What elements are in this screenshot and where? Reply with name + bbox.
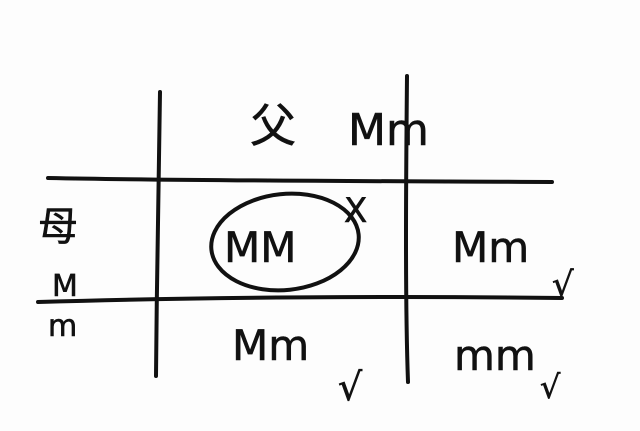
check-mark-3: √	[540, 368, 561, 406]
cross-mark: X	[344, 191, 367, 231]
father-genotype: Mm	[348, 105, 429, 156]
cell-mixed-lower: Mm	[232, 321, 309, 370]
mother-allele-top: M	[52, 269, 78, 304]
cell-mm-upper: MM	[224, 223, 296, 272]
mother-label: 母	[38, 204, 78, 250]
grid-horizontal-top	[46, 176, 554, 184]
cell-recessive: mm	[454, 331, 536, 380]
grid-vertical-left	[154, 90, 162, 378]
check-mark-1: √	[552, 265, 574, 305]
grid-horizontal-bottom	[36, 295, 564, 304]
mother-allele-bottom: m	[48, 309, 77, 344]
father-label: 父	[250, 99, 296, 153]
circle-mark	[209, 191, 361, 293]
cell-mixed-upper: Mm	[452, 223, 529, 272]
check-mark-2: √	[338, 365, 363, 409]
grid-vertical-right	[404, 74, 410, 384]
